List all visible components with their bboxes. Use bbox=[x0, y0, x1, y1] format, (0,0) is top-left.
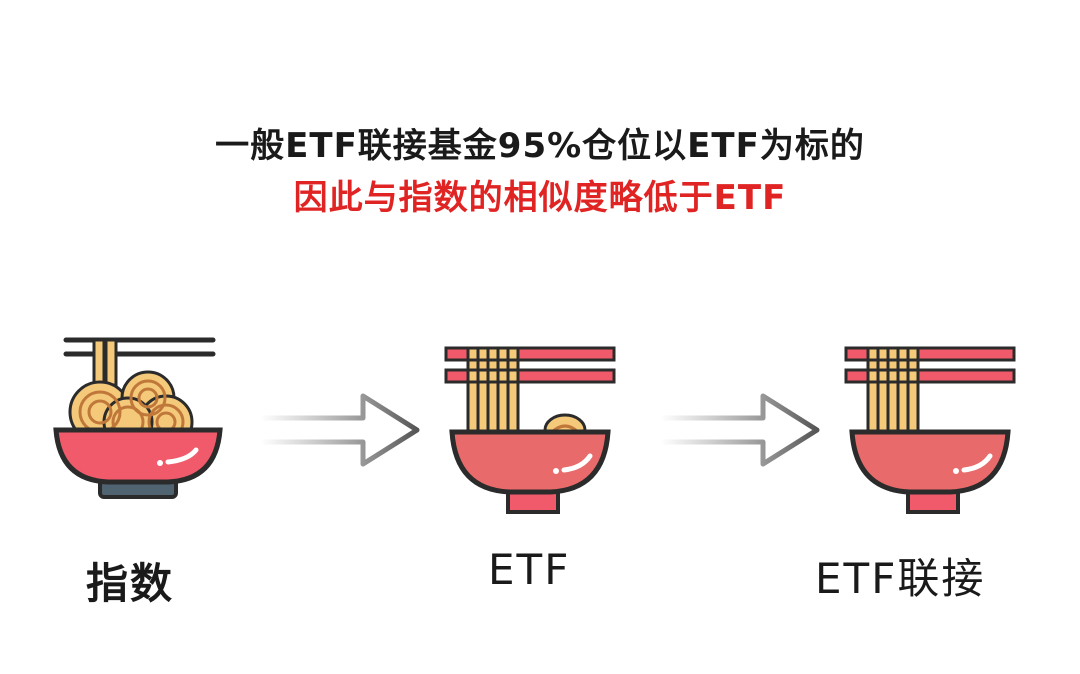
stage-label-etf-feeder: ETF联接 bbox=[815, 554, 986, 603]
headline-line-2: 因此与指数的相似度略低于ETF bbox=[293, 178, 787, 218]
noodle-bowl-chopsticks-icon bbox=[844, 346, 1016, 514]
headline-line-1: 一般ETF联接基金95%仓位以ETF为标的 bbox=[215, 126, 865, 166]
noodle-bowl-full-icon bbox=[53, 337, 223, 499]
stage-label-etf: ETF bbox=[488, 545, 571, 594]
arrow-right-icon bbox=[260, 393, 420, 467]
noodle-bowl-chopsticks-icon bbox=[444, 346, 616, 514]
stage-label-index: 指数 bbox=[86, 559, 175, 608]
arrow-right-icon bbox=[660, 393, 820, 467]
